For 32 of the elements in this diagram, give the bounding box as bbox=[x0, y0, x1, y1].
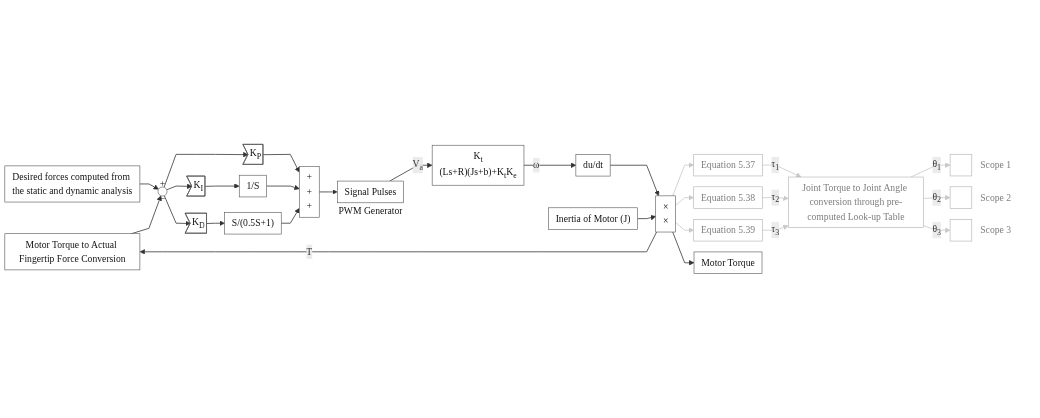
edge-label: τ$_{3}$ bbox=[771, 223, 780, 237]
edge-label: θ$_{2}$ bbox=[932, 191, 942, 205]
node-box bbox=[788, 176, 924, 228]
edge-label: θ$_{1}$ bbox=[932, 158, 942, 172]
node-box bbox=[949, 219, 973, 242]
node-label: Scope 1 bbox=[980, 159, 1012, 170]
node-box bbox=[693, 251, 763, 274]
node-box bbox=[693, 186, 763, 209]
node-box bbox=[224, 212, 282, 235]
node-box bbox=[337, 180, 404, 204]
node-box bbox=[949, 186, 973, 209]
node-box bbox=[238, 174, 267, 198]
node-label: PWM Generator bbox=[338, 205, 403, 217]
node-box bbox=[4, 233, 141, 271]
node-box bbox=[949, 153, 973, 177]
node-box bbox=[548, 207, 638, 230]
node-box bbox=[655, 195, 676, 233]
node-box bbox=[431, 144, 525, 186]
edge-label: θ$_{3}$ bbox=[932, 223, 942, 237]
edge-label: T bbox=[306, 246, 313, 257]
node-label: Scope 2 bbox=[980, 192, 1012, 203]
node-circle bbox=[157, 186, 168, 197]
edge-label: ω bbox=[533, 159, 540, 171]
edge-label: τ$_{2}$ bbox=[771, 191, 780, 205]
edge-label: V$_{a}$ bbox=[412, 158, 424, 172]
node-box bbox=[693, 153, 763, 177]
node-box bbox=[299, 166, 320, 218]
node-box bbox=[4, 165, 141, 203]
node-box bbox=[693, 219, 763, 242]
node-label: Scope 3 bbox=[980, 224, 1012, 236]
edge-label: τ$_{1}$ bbox=[771, 158, 780, 172]
node-box bbox=[575, 154, 611, 177]
